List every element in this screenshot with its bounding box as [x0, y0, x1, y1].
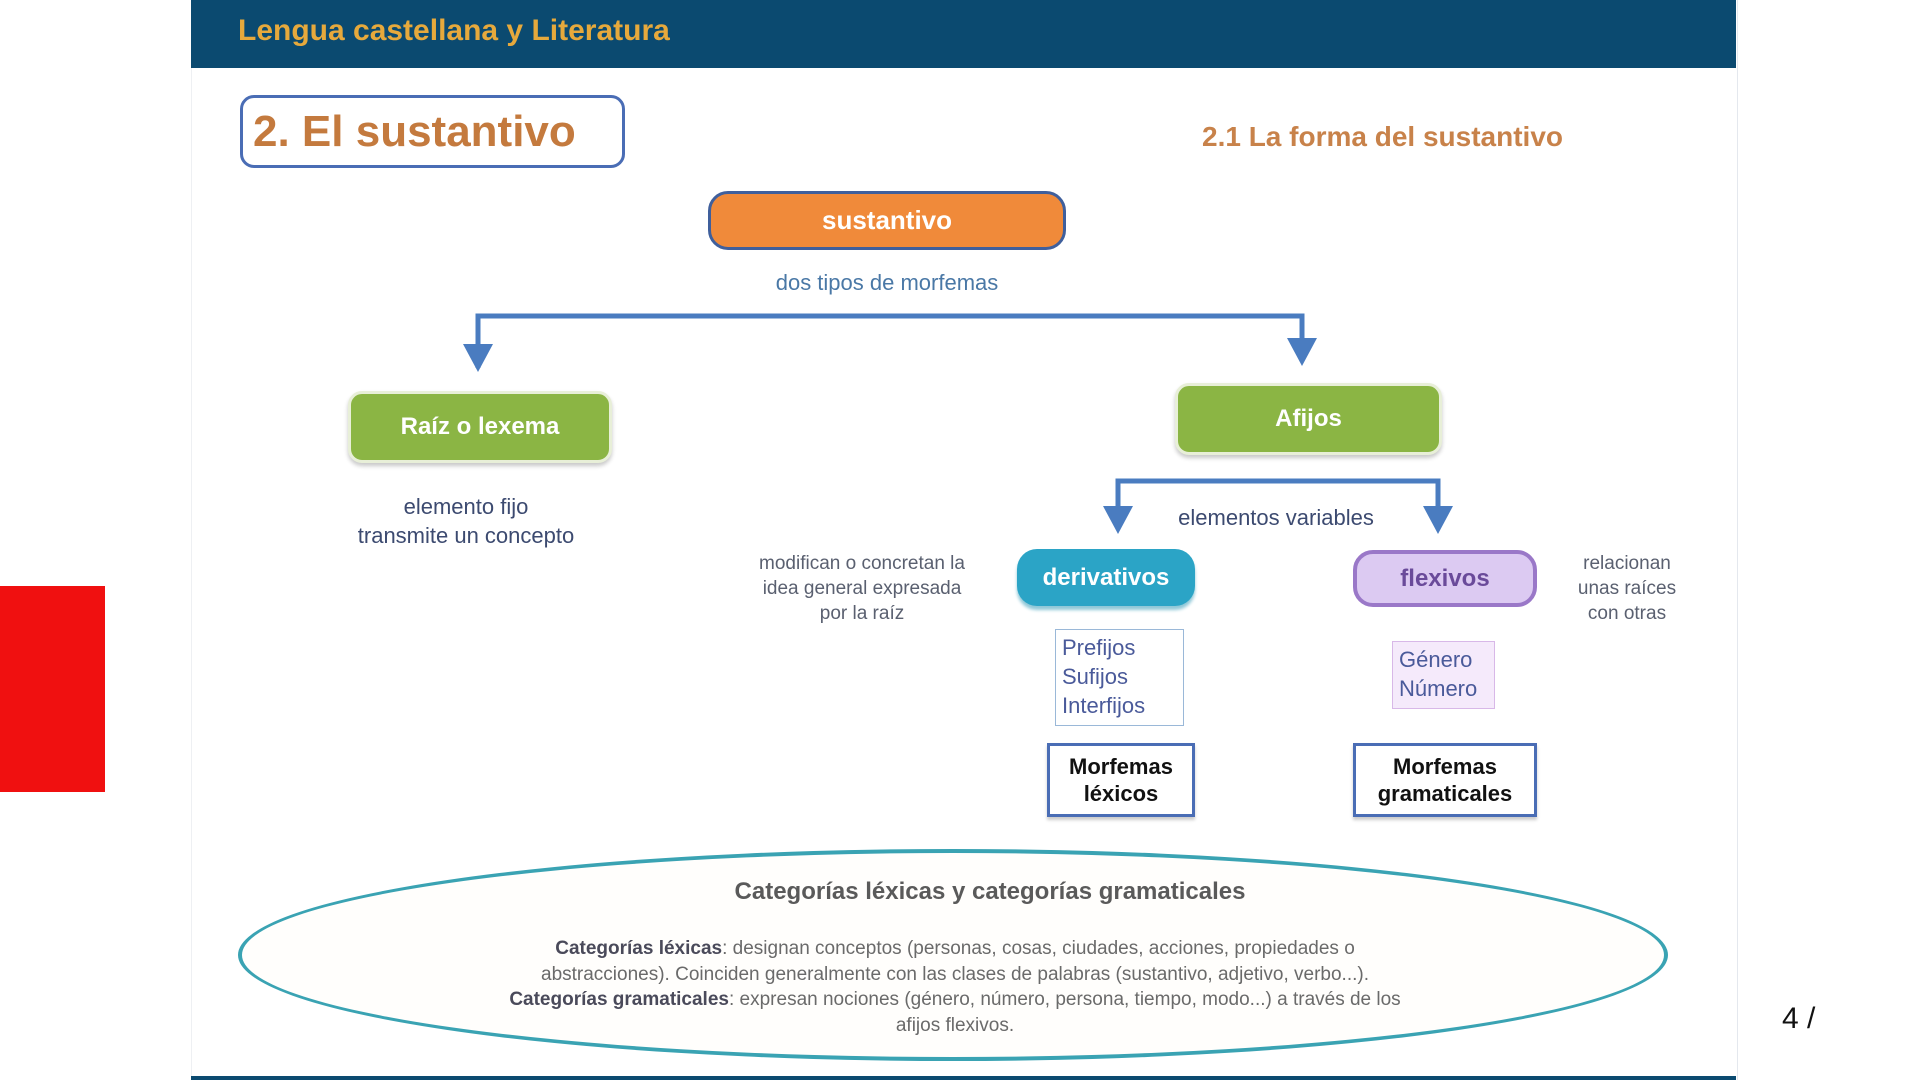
derivativos-description: modifican o concretan la idea general ex… [722, 551, 1002, 626]
description-line: relacionan [1583, 553, 1671, 574]
summary-line: abstracciones). Coinciden generalmente c… [541, 963, 1369, 985]
list-item: Género [1399, 647, 1473, 672]
term-text: : designan conceptos (personas, cosas, c… [722, 938, 1355, 959]
category-line: Morfemas [1393, 754, 1497, 779]
summary-ellipse [238, 849, 1668, 1061]
root-caption: dos tipos de morfemas [775, 270, 999, 295]
node-derivativos: derivativos [1017, 549, 1195, 606]
description-line: por la raíz [819, 603, 905, 624]
afijos-caption: elementos variables [1178, 505, 1374, 530]
term-label: Categorías léxicas [555, 938, 723, 959]
arrow-down-icon [1287, 338, 1317, 366]
course-title: Lengua castellana y Literatura [238, 14, 670, 47]
node-sustantivo: sustantivo [708, 191, 1066, 250]
description-line: unas raíces [1577, 578, 1677, 599]
raiz-caption: elemento fijo transmite un concepto [316, 492, 616, 550]
caption-line: elemento fijo [403, 494, 529, 519]
slide-title: 2. El sustantivo [240, 95, 625, 168]
category-line: léxicos [1083, 781, 1159, 806]
term-text: : expresan nociones (género, número, per… [728, 989, 1401, 1010]
derivativos-list: Prefijos Sufijos Interfijos [1055, 629, 1184, 726]
summary-title: Categorías léxicas y categorías gramatic… [734, 878, 1246, 905]
summary-line: Categorías léxicas: designan conceptos (… [400, 936, 1510, 962]
afijos-connector [1115, 478, 1441, 520]
flexivos-description: relacionan unas raíces con otras [1547, 551, 1707, 626]
category-line: gramaticales [1377, 781, 1513, 806]
summary-body: Categorías léxicas: designan conceptos (… [400, 936, 1510, 1038]
arrow-down-icon [1103, 506, 1133, 534]
term-label: Categorías gramaticales [509, 989, 729, 1010]
list-item: Prefijos [1062, 635, 1136, 660]
list-item: Interfijos [1062, 693, 1146, 718]
main-connector [475, 313, 1305, 368]
description-line: idea general expresada [762, 578, 962, 599]
node-flexivos: flexivos [1353, 550, 1537, 607]
arrow-down-icon [463, 344, 493, 372]
node-raiz: Raíz o lexema [348, 391, 612, 463]
category-line: Morfemas [1069, 754, 1173, 779]
page-number: 4 / [1782, 1002, 1816, 1035]
list-item: Sufijos [1062, 664, 1129, 689]
caption-line: transmite un concepto [357, 523, 575, 548]
description-line: modifican o concretan la [759, 553, 965, 574]
description-line: con otras [1587, 603, 1667, 624]
list-item: Número [1399, 676, 1478, 701]
flexivos-list: Género Número [1392, 641, 1495, 709]
node-afijos: Afijos [1175, 383, 1442, 455]
summary-line: afijos flexivos. [895, 1014, 1015, 1036]
red-side-block [0, 586, 105, 792]
slide-footer-bar [191, 1076, 1736, 1080]
arrow-down-icon [1423, 506, 1453, 534]
slide-header [191, 0, 1736, 68]
summary-line: Categorías gramaticales: expresan nocion… [400, 987, 1510, 1013]
morfemas-gramaticales-box: Morfemas gramaticales [1353, 743, 1537, 817]
morfemas-lexicos-box: Morfemas léxicos [1047, 743, 1195, 817]
slide-subtitle: 2.1 La forma del sustantivo [1202, 121, 1563, 152]
